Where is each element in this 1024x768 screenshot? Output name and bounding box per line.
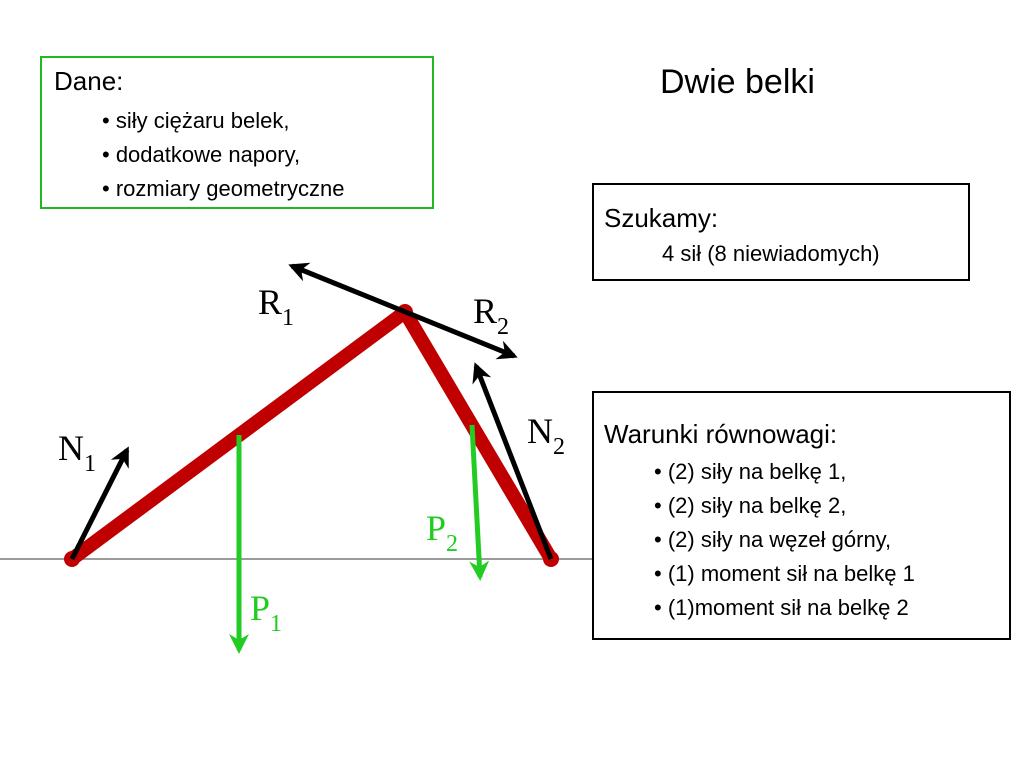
- label-n1: N1: [58, 428, 96, 477]
- equilibrium-item: • (2) siły na belkę 1,: [654, 459, 847, 484]
- equilibrium-heading: Warunki równowagi:: [604, 419, 838, 449]
- equilibrium-item: • (2) siły na belkę 2,: [654, 493, 847, 518]
- given-box: Dane: • siły ciężaru belek, • dodatkowe …: [40, 56, 434, 209]
- label-r2: R2: [473, 291, 509, 340]
- page-title: Dwie belki: [660, 63, 815, 101]
- label-p1: P1: [250, 588, 282, 637]
- equilibrium-box: Warunki równowagi: • (2) siły na belkę 1…: [592, 391, 1011, 640]
- equilibrium-item: • (1) moment sił na belkę 1: [654, 561, 915, 586]
- given-item: • rozmiary geometryczne: [102, 176, 345, 201]
- label-r1: R1: [258, 282, 294, 331]
- force-n1-arrow: [69, 446, 130, 561]
- unknowns-item: 4 sił (8 niewiadomych): [662, 241, 880, 266]
- label-p2: P2: [426, 508, 458, 557]
- force-n2-arrow: [472, 362, 554, 560]
- equilibrium-item: • (1)moment sił na belkę 2: [654, 595, 909, 620]
- unknowns-heading: Szukamy:: [604, 203, 719, 233]
- given-item: • dodatkowe napory,: [102, 142, 301, 167]
- given-heading: Dane:: [54, 66, 124, 96]
- label-n2: N2: [527, 411, 565, 460]
- given-item: • siły ciężaru belek,: [102, 108, 290, 133]
- force-p2-arrow: [469, 424, 490, 581]
- force-r1-r2-arrow: [288, 262, 518, 360]
- unknowns-box: Szukamy: 4 sił (8 niewiadomych): [592, 183, 970, 281]
- equilibrium-item: • (2) siły na węzeł górny,: [654, 527, 892, 552]
